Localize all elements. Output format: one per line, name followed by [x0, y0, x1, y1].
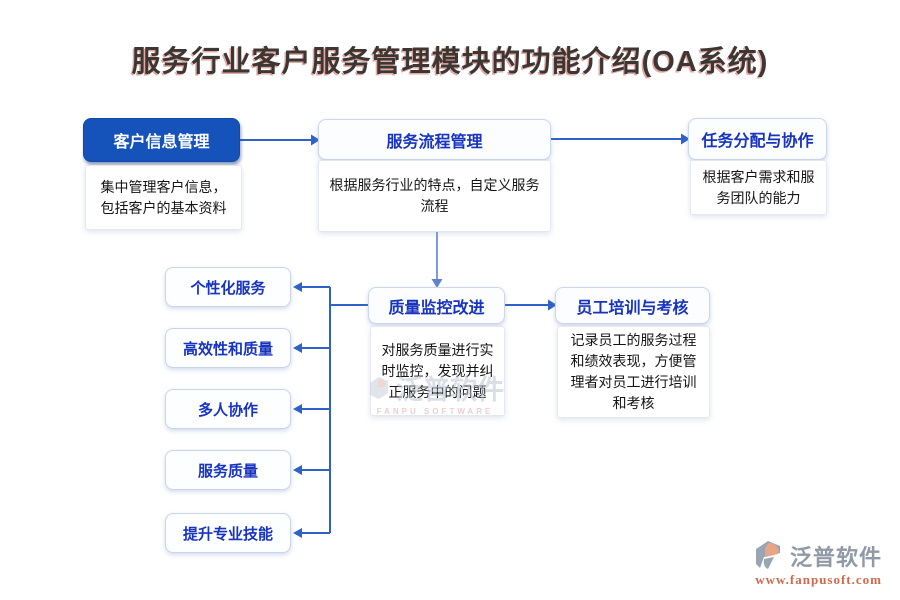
node-task-assign[interactable]: 任务分配与协作 [688, 118, 827, 160]
node-service-flow-label: 服务流程管理 [386, 133, 483, 151]
node-quality-monitor-label: 质量监控改进 [388, 299, 485, 317]
benefit-label: 高效性和质量 [182, 340, 273, 358]
benefit-skill-improvement[interactable]: 提升专业技能 [165, 513, 291, 553]
node-customer-info-desc: 集中管理客户信息，包括客户的基本资料 [85, 165, 242, 230]
benefit-service-quality[interactable]: 服务质量 [165, 450, 291, 490]
node-quality-monitor[interactable]: 质量监控改进 [368, 287, 505, 324]
brand-name: 泛普软件 [789, 545, 882, 570]
brand-url[interactable]: www.fanpusoft.com [755, 572, 882, 587]
node-service-flow-desc: 根据服务行业的特点，自定义服务流程 [318, 160, 551, 232]
node-staff-training-desc: 记录员工的服务过程和绩效表现，方便管理者对员工进行培训和考核 [557, 326, 710, 418]
benefit-label: 提升专业技能 [182, 525, 273, 543]
node-service-flow[interactable]: 服务流程管理 [318, 119, 551, 160]
node-task-assign-label: 任务分配与协作 [701, 133, 814, 150]
node-task-assign-desc: 根据客户需求和服务团队的能力 [690, 160, 827, 215]
node-staff-training[interactable]: 员工培训与考核 [555, 287, 710, 324]
benefit-personalized-service[interactable]: 个性化服务 [165, 267, 291, 307]
node-customer-info-label: 客户信息管理 [113, 134, 210, 151]
node-staff-training-label: 员工培训与考核 [576, 299, 689, 317]
benefit-efficiency-quality[interactable]: 高效性和质量 [165, 328, 291, 368]
benefit-multi-collaboration[interactable]: 多人协作 [165, 389, 291, 429]
benefit-label: 服务质量 [197, 462, 258, 480]
benefit-label: 个性化服务 [190, 279, 266, 297]
node-quality-monitor-desc: 对服务质量进行实时监控，发现并纠正服务中的问题 [370, 326, 505, 416]
node-customer-info[interactable]: 客户信息管理 [83, 118, 240, 162]
fanpu-logo-icon [755, 541, 780, 569]
page-title: 服务行业客户服务管理模块的功能介绍(OA系统) [131, 46, 769, 78]
brand-logo: 泛普软件 www.fanpusoft.com [750, 538, 882, 588]
benefit-label: 多人协作 [197, 401, 258, 419]
